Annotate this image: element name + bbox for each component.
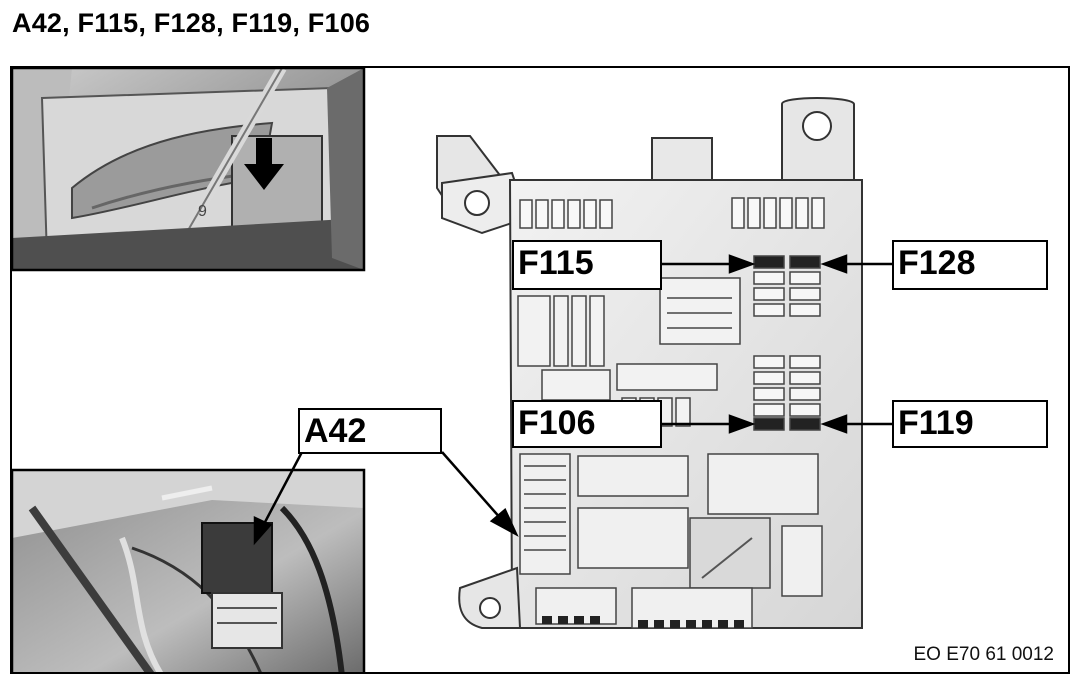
arrowhead-a42-box [489, 507, 519, 537]
callout-f119: F119 [892, 400, 1048, 448]
callout-f115: F115 [512, 240, 662, 290]
down-arrow-icon [244, 138, 284, 190]
callout-f106: F106 [512, 400, 662, 448]
connector-banks [519, 453, 823, 629]
trunk-panel-photo: 9 [12, 68, 364, 270]
diagram-frame: 9 [10, 66, 1070, 674]
module-location-photo [12, 470, 364, 672]
fuse-row-top-left [519, 199, 613, 229]
image-reference-code: EO E70 61 0012 [913, 644, 1055, 665]
arrowhead-a42-photo [253, 516, 273, 546]
fuse-column-upper [753, 255, 821, 317]
diagram-title: A42, F115, F128, F119, F106 [12, 8, 371, 38]
fuse-column-lower [753, 355, 821, 431]
arrowhead-f115 [728, 254, 756, 274]
arrowhead-f128 [820, 254, 848, 274]
fuse-box-illustration: 9 [12, 68, 892, 672]
leader-lines [253, 254, 892, 546]
arrowhead-f106 [728, 414, 756, 434]
svg-text:9: 9 [198, 203, 207, 220]
fuse-row-top-right [731, 197, 825, 229]
callout-a42: A42 [298, 408, 442, 454]
callout-f128: F128 [892, 240, 1048, 290]
arrowhead-f119 [820, 414, 848, 434]
connector-pins-bottom [542, 616, 744, 628]
